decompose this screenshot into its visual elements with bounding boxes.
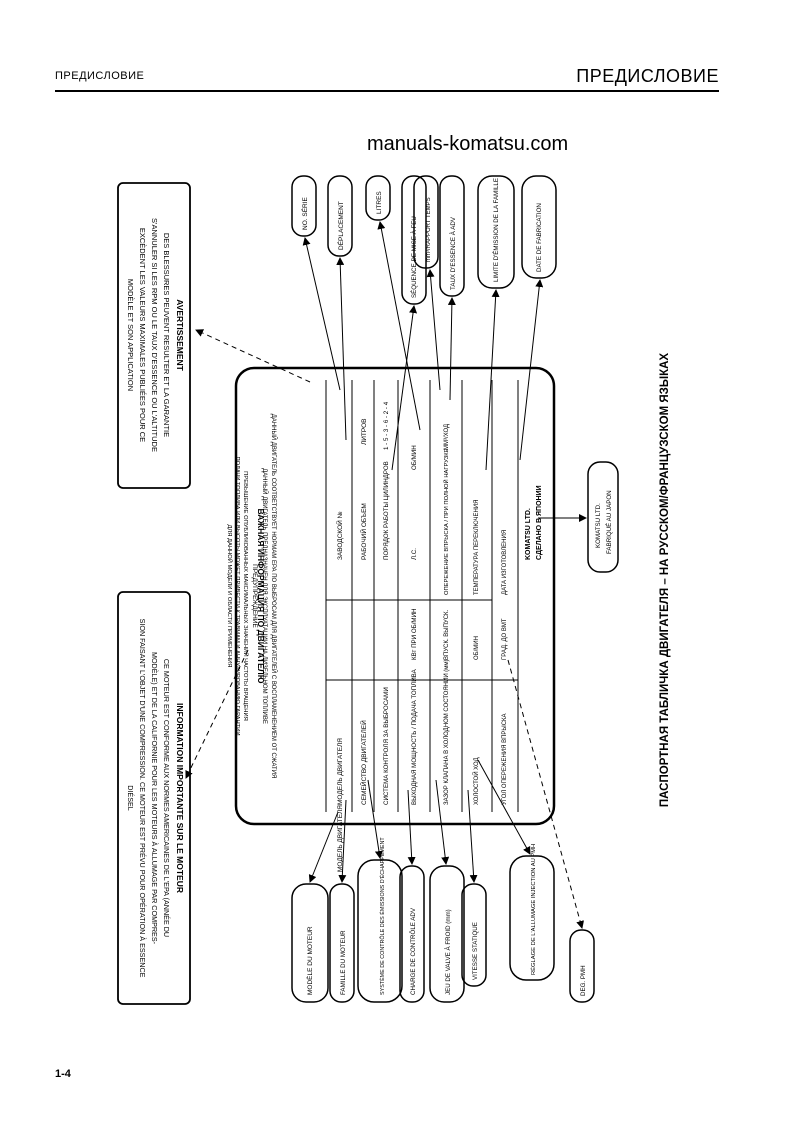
callout-box — [477, 175, 515, 289]
plate-row-left: СИСТЕМА КОНТРОЛЯ ЗА ВЫБРОСАМИ — [383, 687, 390, 805]
leader-lines — [185, 221, 587, 929]
callout-box — [327, 175, 353, 257]
warning-box-line: DES BLESSURES PEUVENT RESULTER ET LA GAR… — [162, 233, 171, 437]
engine-plate — [234, 366, 556, 826]
info-box-line: CE MOTEUR EST CONFORME AUX NORMES AMERIC… — [162, 659, 171, 937]
callout-box — [509, 855, 555, 981]
callout-static-speed: VITESSE STATIQUE — [472, 922, 479, 980]
callout-engine-model: MODÈLE DU MOTEUR — [305, 926, 314, 995]
callout-family-emission-limit: LIMITE D'ÉMISSION DE LA FAMILLE — [493, 178, 500, 282]
plate-row-right-label: ОПЕРЕЖЕНИЕ ВПРЫСКА / ПРИ ПОЛНОЙ НАГРУЗКЕ — [442, 448, 450, 595]
callout-adv-control-load: CHARGE DE CONTRÔLE ADV — [410, 907, 417, 995]
top-callout-texts: NO. SÉRIE DÉPLACEMENT LITRES SÉQUENCE DE… — [300, 178, 543, 298]
plate-row-right-value: ММ³/ХОД — [444, 424, 450, 450]
plate-maker-line: СДЕЛАНО В ЯПОНИИ — [536, 485, 543, 560]
info-box-text: INFORMATION IMPORTANTE SUR LE MOTEUR CE … — [126, 619, 185, 978]
warning-box-text: AVERTISSEMENT DES BLESSURES PEUVENT RESU… — [126, 218, 185, 452]
maker-callout-line: KOMATSU LTD. — [595, 503, 602, 548]
plate-row-left: УГОЛ ОПЕРЕЖЕНИЯ ВПРЫСКА — [502, 713, 508, 805]
plate-warning-line: ДЛЯ ДАННОЙ МОДЕЛИ И ОБЛАСТИ ПРИМЕНЕНИЯ — [226, 525, 234, 668]
plate-row-left: ВЫХОДНАЯ МОЩНОСТЬ / ПОДАЧА ТОПЛИВА — [411, 668, 418, 805]
header-divider — [55, 90, 719, 92]
plate-warning-line: ПРЕВЫШЕНИЕ ОПУБЛИКОВАННЫХ МАКСИМАЛЬНЫХ З… — [242, 471, 250, 721]
callout-displacement: DÉPLACEMENT — [336, 201, 345, 250]
plate-row-mid: КВт ПРИ ОБ/МИН — [411, 609, 418, 660]
plate-row-right-label: ДАТА ИЗГОТОВЛЕНИЯ — [502, 530, 508, 595]
callout-fuel-rate: TAUX D'ESSENCE À ADV — [450, 216, 457, 290]
callout-deg-tdc: DEG. PMH — [580, 965, 587, 996]
plate-row-left: ЗАЗОР КЛАПАНА В ХОЛОДНОМ СОСТОЯНИИ (мм) — [444, 659, 450, 805]
callout-box — [329, 883, 355, 1003]
plate-title: ВАЖНАЯ ИНФОРМАЦИЯ ПО ДВИГАТЕЛЮ — [256, 509, 266, 684]
plate-row-right-value: 1 - 5 - 3 - 6 - 2 - 4 — [383, 401, 390, 450]
info-box-line: MODÈLE) ET DE LA CALIFORNIE POUR LES MOT… — [150, 652, 159, 945]
callout-mm3-stroke: mm³/RAPPORT TEMPS — [426, 197, 432, 262]
info-box-line: SION FAISANT L'OBJET D'UNE COMPRESSION. … — [138, 619, 147, 978]
bottom-callout-texts: MODÈLE DU MOTEUR FAMILLE DU MOTEUR SYSTÈ… — [305, 837, 587, 996]
header-left-title: ПРЕДИСЛОВИЕ — [55, 70, 145, 82]
plate-grid — [325, 380, 519, 812]
warning-box-line: MODÈLE ET SON APPLICATION — [126, 279, 135, 391]
plate-maker-line: KOMATSU LTD. — [525, 508, 532, 560]
plate-intro-line: ДАННЫЙ ДВИГАТЕЛЬ СООТВЕТСТВУЕТ НОРМАМ ЕР… — [270, 414, 278, 779]
plate-row-left: СЕМЕЙСТВО ДВИГАТЕЛЕЙ — [359, 720, 368, 805]
callout-box — [429, 865, 465, 1003]
info-box-title: INFORMATION IMPORTANTE SUR LE MOTEUR — [175, 703, 185, 893]
callout-serial-no: NO. SÉRIE — [300, 196, 309, 230]
warning-box-title: AVERTISSEMENT — [175, 299, 185, 371]
callout-box — [291, 175, 317, 237]
callout-engine-family: FAMILLE DU MOTEUR — [340, 930, 347, 995]
plate-row-right-value: ОБ/МИН — [411, 445, 418, 470]
plate-row-left: ХОЛОСТОЙ ХОД — [472, 757, 480, 805]
plate-row-right-label: ПОРЯДОК РАБОТЫ ЦИЛИНДРОВ — [383, 461, 390, 560]
maker-callout-box — [587, 461, 619, 573]
callout-box — [521, 175, 557, 279]
plate-row-left: МОДЕЛЬ ДВИГАТЕЛЯ — [337, 738, 344, 805]
plate-intro-line: ДАННЫЙ ДВИГАТЕЛЬ ПРЕДНАЗНАЧЕН ДЛЯ ЭКСПЛУ… — [261, 468, 269, 724]
plate-row-mid: ГРАД. ДО ВМТ — [502, 618, 508, 660]
callout-box — [413, 175, 439, 269]
plate-row-right-label: РАБОЧИЙ ОБЪЕМ — [359, 503, 368, 560]
callout-emission-control-system: SYSTÈME DE CONTRÔLE DES ÉMISSIONS D'ÉCHA… — [379, 837, 386, 995]
callout-cold-valve-lash: JEU DE VALVE À FROID (mm) — [445, 909, 452, 995]
watermark-text: manuals-komatsu.com — [367, 133, 569, 155]
info-box-line: DIÉSEL — [126, 785, 135, 811]
maker-callout-line: FABRIQUÉ AU JAPON — [606, 490, 613, 554]
callout-box — [365, 175, 391, 221]
plate-row-right-label: Л.С. — [411, 548, 418, 560]
plate-row-right-label: ЗАВОДСКОЙ № — [335, 511, 344, 560]
warning-box-line: S'ANNULER SI LES RPM OU LE TAUX D'ESSENC… — [150, 218, 159, 452]
callout-injection-timing: RÉGLAGE DE L'ALLUMAGE INJECTION AU PMH — [530, 844, 537, 975]
warning-box — [117, 182, 191, 489]
plate-warning-title: ПРЕДУПРЕЖДЕНИЕ — [251, 564, 258, 628]
plate-warning-line: ПОДАЧИ ТОПЛИВА ИЛИ ВЫСОТЫ МОЖЕТ ПРИВЕСТИ… — [234, 456, 240, 735]
callout-firing-order: SÉQUENCE DE MISE À FEU — [411, 216, 418, 298]
page-number: 1-4 — [55, 1068, 71, 1080]
plate-text: ВАЖНАЯ ИНФОРМАЦИЯ ПО ДВИГАТЕЛЮ ДАННЫЙ ДВ… — [226, 401, 543, 872]
bottom-callouts — [291, 855, 595, 1003]
callout-box — [461, 883, 487, 987]
callout-box — [439, 175, 465, 297]
callout-box — [569, 929, 595, 1003]
warning-box-line: EXCÈDENT LES VALEURS MAXIMALES PUBLIÉES … — [138, 228, 147, 442]
header-right-title: ПРЕДИСЛОВИЕ — [576, 66, 719, 86]
figure-caption: ПАСПОРТНАЯ ТАБЛИЧКА ДВИГАТЕЛЯ – НА РУССК… — [659, 352, 671, 808]
plate-row-mid: ВПУСК. ВЫПУСК. — [444, 609, 450, 660]
callout-box — [357, 859, 403, 1003]
callout-box — [291, 883, 329, 1003]
info-box — [117, 591, 191, 1005]
callout-manufacture-date: DATE DE FABRICATION — [536, 203, 543, 272]
plate-row-right-label: ТЕМПЕРАТУРА ПЕРЕКЛЮЧЕНИЯ — [474, 500, 480, 595]
callout-box — [399, 865, 425, 1003]
top-callouts — [291, 175, 557, 305]
callout-litres: LITRES — [376, 191, 383, 214]
plate-row-mid: ОБ/МИН — [474, 636, 480, 660]
plate-row-left: МОДЕЛЬ ДВИГАТЕЛЯ — [337, 805, 344, 872]
callout-box — [401, 175, 427, 305]
plate-row-right-value: ЛИТРОВ — [361, 419, 368, 446]
